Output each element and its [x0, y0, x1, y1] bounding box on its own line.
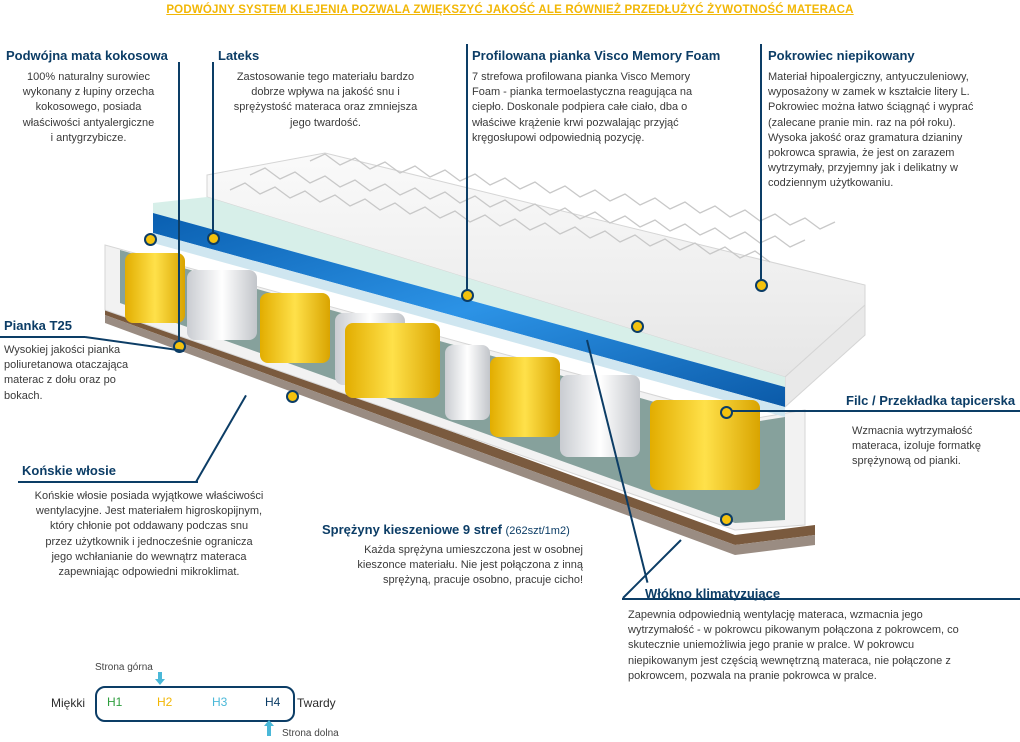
- visco-title: Profilowana pianka Visco Memory Foam: [472, 48, 721, 63]
- wlokno-title: Włókno klimatyzujące: [645, 586, 781, 601]
- top-side-arrowhead-icon: [155, 679, 165, 685]
- lateks-pointer-line: [212, 62, 214, 236]
- level-h4: H4: [265, 695, 281, 709]
- visco-pointer-dot: [461, 289, 474, 302]
- page-header: PODWÓJNY SYSTEM KLEJENIA POZWALA ZWIĘKSZ…: [166, 4, 854, 16]
- hard-label: Twardy: [297, 696, 336, 710]
- wlokno-pointer-dot: [720, 513, 733, 526]
- filc-underline: [728, 410, 1020, 412]
- visco-pointer-line: [466, 44, 468, 294]
- filc-pointer-dot: [720, 406, 733, 419]
- lateks-title: Lateks: [218, 48, 260, 63]
- kokos-title: Podwójna mata kokosowa: [6, 48, 168, 63]
- level-h1: H1: [107, 695, 123, 709]
- level-h2: H2: [157, 695, 173, 709]
- wlokno-desc: Zapewnia odpowiednią wentylację materaca…: [628, 609, 959, 682]
- wlosie-title: Końskie włosie: [22, 463, 116, 478]
- pokrowiec-desc: Materiał hipoalergiczny, antyuczuleniowy…: [768, 71, 974, 190]
- pokrowiec-pointer-line: [760, 44, 762, 284]
- sprezyny-desc: Każda sprężyna umieszczona jest w osobne…: [357, 544, 583, 587]
- kokos-pointer-line: [178, 62, 180, 348]
- wlosie-underline: [18, 481, 198, 483]
- top-side-arrow-icon: [158, 672, 162, 680]
- wlosie-desc: Końskie włosie posiada wyjątkowe właściw…: [34, 490, 264, 579]
- pokrowiec-pointer-dot: [755, 279, 768, 292]
- top-side-label: Strona górna: [95, 662, 153, 673]
- sprezyny-pointer-dot: [631, 320, 644, 333]
- soft-label: Miękki: [51, 696, 86, 710]
- bottom-side-arrowhead-icon: [264, 720, 274, 726]
- pokrowiec-title: Pokrowiec niepikowany: [768, 48, 915, 63]
- filc-title: Filc / Przekładka tapicerska: [846, 393, 1016, 408]
- pianka-title: Pianka T25: [4, 318, 72, 333]
- bottom-side-arrow-icon: [267, 726, 271, 736]
- lateks-pointer-dot: [207, 232, 220, 245]
- pianka-underline: [0, 336, 85, 338]
- kokos-top-dot: [144, 233, 157, 246]
- wlokno-underline: [622, 598, 1020, 600]
- firmness-scale: H1 H2 H3 H4: [95, 686, 295, 722]
- visco-desc: 7 strefowa profilowana pianka Visco Memo…: [472, 71, 693, 144]
- level-h3: H3: [212, 695, 228, 709]
- wlosie-pointer-dot: [286, 390, 299, 403]
- sprezyny-title: Sprężyny kieszeniowe 9 stref (262szt/1m2…: [322, 522, 570, 537]
- bottom-side-label: Strona dolna: [282, 728, 339, 739]
